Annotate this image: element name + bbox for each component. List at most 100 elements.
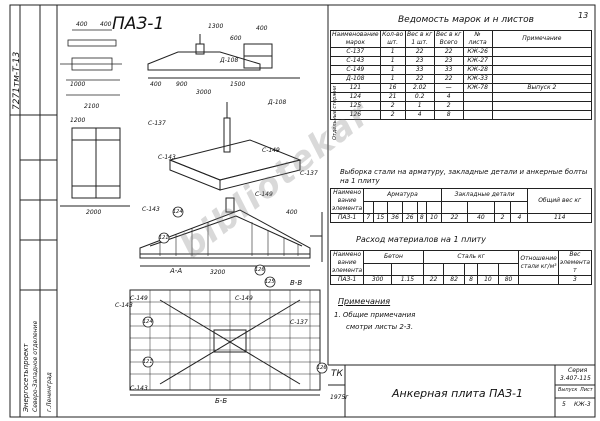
mark-c143-b: С-143 bbox=[142, 206, 160, 213]
vedomost-cell: — bbox=[433, 83, 464, 93]
dim-3000: 3000 bbox=[196, 89, 212, 96]
vedomost-cell bbox=[462, 92, 493, 102]
vedomost-h-name: Наименование марок bbox=[330, 30, 381, 48]
dim-1000: 1000 bbox=[70, 81, 86, 88]
vedomost-cell: 1 bbox=[379, 65, 406, 75]
stamp-label: ТК bbox=[331, 369, 343, 379]
vyborka-cell: 15 bbox=[372, 213, 389, 223]
rashod-cell: 82 bbox=[443, 275, 465, 285]
mark-c149-a: С-149 bbox=[262, 147, 280, 154]
mark-c149-b: С-149 bbox=[255, 191, 273, 198]
vyborka-cell: 10 bbox=[426, 213, 442, 223]
vedomost-cell bbox=[491, 56, 593, 66]
vyborka-cell: 40 bbox=[467, 213, 495, 223]
vedomost-cell: КЖ-26 bbox=[462, 47, 493, 57]
dim-600: 600 bbox=[230, 35, 242, 42]
vyborka-h-name: Наимено вание элемента bbox=[329, 188, 365, 214]
vyborka-h-arm: Арматура bbox=[363, 188, 442, 202]
rashod-cell: 22 bbox=[422, 275, 445, 285]
vedomost-h-w1: Вес в кг 1 шт. bbox=[404, 30, 435, 48]
mark-c143-c: С-143 bbox=[115, 302, 133, 309]
vyborka-cell: 8 bbox=[416, 213, 428, 223]
rashod-sub bbox=[477, 262, 499, 276]
vedomost-cell: КЖ-27 bbox=[462, 56, 493, 66]
stamp-title: Анкерная плита ПАЗ-1 bbox=[392, 387, 523, 400]
vedomost-cell: 8 bbox=[433, 110, 464, 120]
vyborka-cell: 7 bbox=[363, 213, 374, 223]
dim-900: 900 bbox=[176, 81, 188, 88]
mark-c143-a: С-143 bbox=[158, 154, 176, 161]
vedomost-cell: 1 bbox=[379, 74, 406, 84]
org-line-3: г.Ленинград bbox=[46, 372, 53, 412]
vedomost-cell: 33 bbox=[433, 65, 464, 75]
stamp-code: 7271тм-Т-13 bbox=[12, 51, 22, 110]
rashod-sub bbox=[443, 262, 465, 276]
vyborka-sub bbox=[387, 200, 403, 214]
dim-400-e: 400 bbox=[286, 209, 298, 216]
vedomost-cell: КЖ-33 bbox=[462, 74, 493, 84]
vedomost-cell: 2 bbox=[379, 110, 406, 120]
org-line-1: Энергосетьпроект bbox=[22, 343, 30, 412]
mark-c137-c: С-137 bbox=[290, 319, 308, 326]
vedomost-cell bbox=[491, 47, 593, 57]
callout-126-b: 126 bbox=[317, 365, 327, 371]
vyborka-cell: 4 bbox=[510, 213, 529, 223]
vedomost-cell: Д-108 bbox=[330, 74, 381, 84]
rashod-cell: ПАЗ-1 bbox=[329, 275, 365, 285]
rashod-sub bbox=[363, 262, 393, 276]
mark-c149-d: С-149 bbox=[235, 295, 253, 302]
vedomost-cell: 4 bbox=[433, 92, 464, 102]
vedomost-cell: 22 bbox=[404, 74, 435, 84]
mark-d108-a: Д-108 bbox=[220, 57, 239, 64]
rashod-cell: 8 bbox=[463, 275, 479, 285]
vedomost-cell: С-137 bbox=[330, 47, 381, 57]
vyborka-h-zd: Закладные детали bbox=[440, 188, 529, 202]
mark-d108-b: Д-108 bbox=[268, 99, 287, 106]
rashod-sub bbox=[497, 262, 520, 276]
vedomost-cell: 1 bbox=[379, 47, 406, 57]
rashod-sub bbox=[422, 262, 445, 276]
vyborka-h-total: Общий вес кг bbox=[527, 188, 592, 214]
vedomost-cell: С-143 bbox=[330, 56, 381, 66]
notes-title: Примечания bbox=[338, 297, 391, 306]
rashod-h-steel: Сталь кг bbox=[422, 250, 520, 264]
vedomost-cell: 22 bbox=[433, 47, 464, 57]
dim-400-b: 400 bbox=[100, 21, 112, 28]
sheet-title: ПАЗ-1 bbox=[112, 14, 165, 34]
callout-124-a: 124 bbox=[173, 209, 183, 215]
mark-c143-d: С-143 bbox=[130, 385, 148, 392]
org-line-2: Северо-Западное отделение bbox=[32, 320, 39, 412]
dim-1300: 1300 bbox=[208, 23, 224, 30]
vedomost-cell: 22 bbox=[404, 47, 435, 57]
vedomost-cell bbox=[491, 101, 593, 111]
vedomost-cell bbox=[462, 110, 493, 120]
vyborka-table: Наимено вание элемента Арматура Закладны… bbox=[329, 188, 592, 223]
series-value: 3.407-115 bbox=[560, 375, 591, 382]
vedomost-title: Ведомость марок и н листов bbox=[398, 15, 534, 25]
vyborka-sub bbox=[426, 200, 442, 214]
callout-124-b: 124 bbox=[143, 319, 153, 325]
vedomost-cell: КЖ-28 bbox=[462, 65, 493, 75]
rashod-title: Расход материалов на 1 плиту bbox=[356, 235, 487, 244]
vyborka-title: Выборка стали на арматуру, закладные дет… bbox=[340, 168, 588, 185]
vyborka-sub bbox=[363, 200, 374, 214]
dim-3200: 3200 bbox=[210, 269, 226, 276]
vedomost-cell: С-149 bbox=[330, 65, 381, 75]
dim-2000: 2000 bbox=[86, 209, 102, 216]
vyborka-sub bbox=[510, 200, 529, 214]
vedomost-h-wt: Вес в кг Всего bbox=[433, 30, 464, 48]
rashod-cell: 1.15 bbox=[391, 275, 424, 285]
vedomost-cell: КЖ-78 bbox=[462, 83, 493, 93]
vyborka-cell: 36 bbox=[387, 213, 403, 223]
vedomost-cell: 2.02 bbox=[404, 83, 435, 93]
dim-1200: 1200 bbox=[70, 117, 86, 124]
sheet-number: 13 bbox=[578, 11, 589, 20]
rashod-h-ratio: Отношение стали кг/м³ bbox=[518, 250, 559, 276]
mark-c137-b: С-137 bbox=[300, 170, 318, 177]
callout-121-a: 121 bbox=[159, 235, 169, 241]
